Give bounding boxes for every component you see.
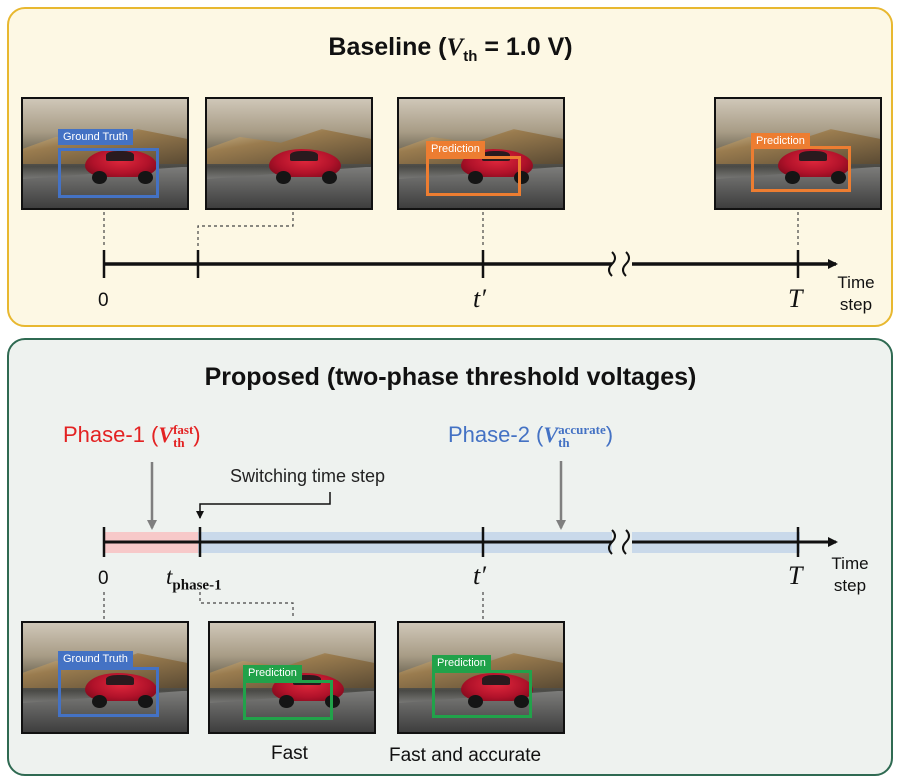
baseline-frame-t-prime: Prediction: [397, 97, 565, 210]
baseline-frame-T: Prediction: [714, 97, 882, 210]
prediction-box: [432, 670, 532, 718]
baseline-frame-ground-truth: Ground Truth: [21, 97, 189, 210]
caption-fast-and-accurate: Fast and accurate: [389, 745, 542, 766]
baseline-dashed-connectors: [103, 212, 799, 248]
proposed-frame-t-phase-1: Prediction: [208, 621, 376, 734]
ground-truth-box: [58, 667, 159, 717]
prediction-label: Prediction: [432, 655, 491, 671]
baseline-axis-break: [608, 251, 630, 277]
baseline-ticks: [102, 250, 800, 278]
proposed-axis-break: [608, 529, 630, 555]
prediction-label: Prediction: [426, 141, 485, 157]
proposed-frame-ground-truth: Ground Truth: [21, 621, 189, 734]
prediction-label: Prediction: [243, 665, 302, 681]
baseline-tick-label-t-prime: t′: [473, 284, 486, 313]
baseline-tick-label-zero: 0: [98, 290, 109, 311]
ground-truth-label: Ground Truth: [58, 129, 133, 145]
baseline-title: Baseline (Vth = 1.0 V): [328, 33, 573, 65]
proposed-dashed-connectors: [103, 592, 484, 619]
proposed-frame-t-prime: Prediction: [397, 621, 565, 734]
prediction-box: [426, 156, 521, 196]
proposed-tick-label-t-prime: t′: [473, 561, 486, 590]
prediction-box: [243, 680, 333, 720]
proposed-tick-label-t-phase-1: tphase-1: [166, 564, 222, 594]
proposed-title: Proposed (two-phase threshold voltages): [204, 363, 697, 391]
baseline-frame-step-1: [205, 97, 373, 210]
baseline-tick-label-T: T: [788, 284, 803, 313]
ground-truth-label: Ground Truth: [58, 651, 133, 667]
switching-time-step-label: Switching time step: [230, 466, 386, 486]
ground-truth-box: [58, 148, 159, 198]
prediction-label: Prediction: [751, 133, 810, 149]
switching-pointer: [196, 492, 331, 519]
proposed-tick-label-zero: 0: [98, 568, 109, 589]
proposed-tick-label-T: T: [788, 561, 803, 590]
proposed-ticks: [102, 527, 800, 557]
caption-fast: Fast: [271, 743, 308, 764]
